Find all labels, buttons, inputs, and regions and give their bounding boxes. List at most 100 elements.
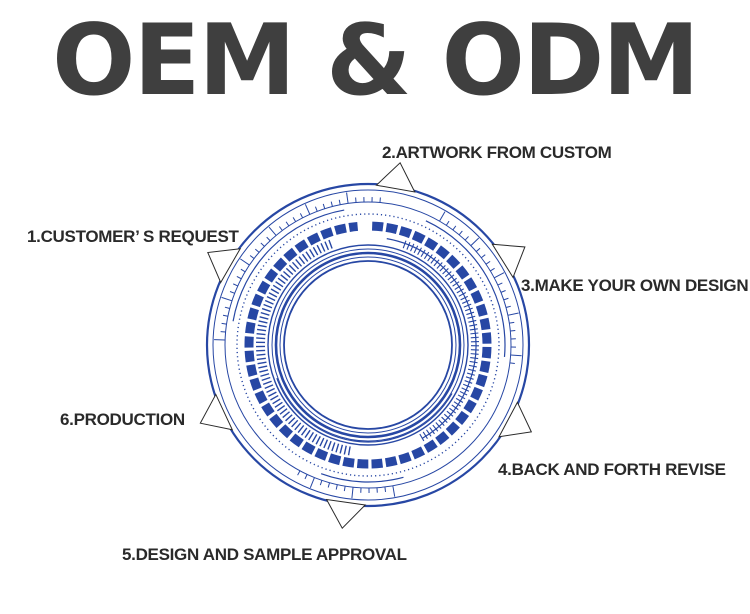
dense-tick: [285, 414, 293, 422]
dense-tick: [309, 249, 315, 258]
dashed-band: [244, 221, 492, 469]
dense-tick: [291, 261, 300, 270]
step-2-pointer: [375, 161, 416, 193]
scale-tick: [224, 306, 230, 309]
scale-tick: [322, 203, 326, 209]
dense-tick: [257, 361, 267, 365]
scale-tick: [510, 354, 522, 357]
dense-tick: [457, 394, 466, 400]
outer-ring: [205, 182, 531, 508]
dense-tick: [458, 292, 467, 297]
dense-tick: [339, 444, 344, 454]
dense-tick: [331, 442, 336, 452]
scale-tick: [285, 221, 290, 227]
scale-tick: [260, 242, 265, 247]
dense-tick: [464, 307, 473, 312]
inner-ring-5: [283, 260, 453, 430]
dense-tick: [427, 254, 433, 262]
step-6-label: 6.PRODUCTION: [60, 410, 185, 429]
dense-tick: [432, 424, 439, 432]
dense-tick: [308, 431, 315, 441]
scale-tick: [254, 248, 260, 253]
scale-tick: [249, 255, 255, 259]
dense-tick: [256, 357, 266, 361]
dense-tick: [298, 256, 306, 265]
dense-tick: [335, 443, 340, 453]
dense-tick: [449, 277, 457, 284]
dense-tick: [419, 433, 425, 442]
dense-tick: [300, 427, 308, 436]
dense-tick: [272, 284, 282, 291]
scale-tick: [304, 474, 308, 480]
dense-tick: [268, 391, 277, 397]
dense-tick: [454, 284, 462, 290]
dense-tick: [327, 440, 332, 450]
dense-tick: [444, 271, 452, 278]
dense-tick: [259, 316, 269, 320]
dense-tick: [260, 373, 270, 377]
dense-tick: [257, 324, 267, 328]
bracket-arc: [320, 473, 404, 483]
dense-tick: [467, 368, 477, 372]
step-5-label: 5.DESIGN AND SAMPLE APPROVAL: [122, 545, 407, 564]
scale-tick: [292, 217, 297, 222]
dense-tick: [264, 299, 274, 305]
scale-tick: [297, 470, 301, 476]
dense-tick: [402, 240, 407, 249]
scale-tick: [343, 486, 346, 492]
dense-tick: [435, 422, 442, 429]
inner-ring-4: [279, 256, 457, 434]
dense-tick: [413, 245, 419, 254]
scale-tick: [452, 225, 457, 231]
scale-tick: [490, 267, 495, 272]
dense-tick: [459, 390, 468, 396]
scale-tick: [335, 484, 338, 490]
dense-tick: [256, 328, 267, 332]
step-3-pointer: [491, 243, 526, 279]
dense-tick: [420, 249, 426, 257]
dense-tick: [468, 364, 477, 368]
dense-tick: [264, 384, 274, 390]
dense-tick: [417, 247, 422, 256]
step-3-label: 3.MAKE YOUR OWN DESIGN: [521, 276, 749, 295]
dense-tick: [258, 320, 268, 324]
scale-tick: [384, 486, 387, 493]
scale-tick: [221, 322, 227, 325]
inner-ring-2: [271, 248, 465, 442]
dense-tick: [470, 353, 479, 355]
dense-tick: [460, 295, 469, 301]
dense-tick: [312, 246, 319, 256]
scale-tick: [509, 362, 515, 365]
dense-tick: [301, 253, 309, 262]
dense-tick: [468, 319, 477, 323]
dense-tick: [295, 259, 303, 267]
scale-tick: [233, 283, 238, 287]
scale-tick: [304, 204, 311, 215]
outer-ring-inner: [212, 189, 524, 501]
dense-tick: [436, 262, 443, 269]
dense-tick: [470, 332, 479, 335]
dense-tick: [283, 270, 291, 278]
dense-tick: [315, 435, 321, 445]
dense-tick: [463, 303, 472, 308]
dense-tick: [304, 429, 311, 439]
scale-tick: [497, 282, 503, 286]
dense-tick: [446, 410, 454, 417]
scale-tick: [445, 220, 450, 226]
dense-tick: [256, 353, 266, 356]
ring-graphic: [205, 182, 531, 508]
dense-tick: [280, 274, 289, 282]
step-6-pointer: [199, 393, 234, 431]
dense-tick: [274, 401, 283, 408]
dense-tick: [261, 307, 271, 313]
scale-tick: [392, 485, 396, 497]
step-4-pointer: [498, 401, 533, 438]
scale-tick: [500, 290, 506, 293]
dense-tick: [260, 311, 270, 316]
scale-tick: [229, 291, 235, 294]
dense-tick: [291, 419, 299, 428]
dense-tick: [270, 394, 279, 401]
dense-tick: [442, 268, 449, 275]
dense-tick: [466, 372, 475, 376]
